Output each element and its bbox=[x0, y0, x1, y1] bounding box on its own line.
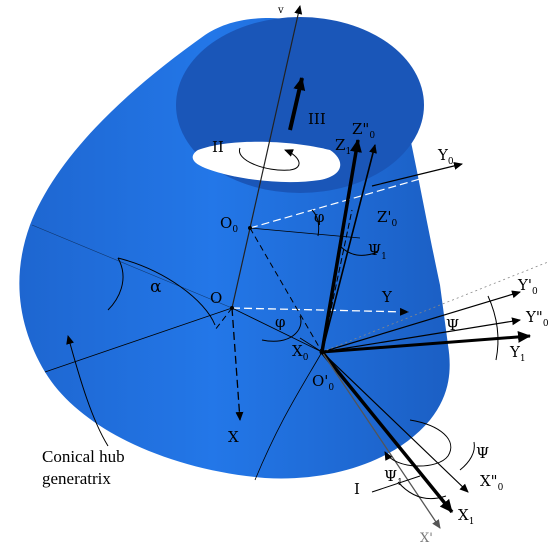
psi1-bottom-arc bbox=[397, 481, 447, 500]
O0-to-O0p bbox=[249, 227, 323, 353]
axis-X bbox=[231, 307, 244, 421]
label-X0p-cut: X' bbox=[420, 531, 433, 543]
axis-X0p bbox=[321, 351, 441, 529]
axis-Y0pp bbox=[321, 317, 521, 353]
phi-mid-arc bbox=[261, 315, 302, 342]
origin-O bbox=[230, 306, 234, 310]
axis-Y0p bbox=[321, 290, 521, 353]
label-Y0: Y0 bbox=[437, 146, 454, 167]
label-Psi-right: Ψ bbox=[446, 316, 459, 334]
callout-line-1: Conical hub bbox=[42, 447, 125, 466]
psi-right-arc bbox=[487, 295, 499, 361]
label-Y0pp: Y"0 bbox=[525, 308, 549, 329]
label-Z0p: Z'0 bbox=[377, 208, 398, 229]
generatrix-line-2 bbox=[31, 224, 233, 309]
rotation-I-ellipse bbox=[384, 419, 452, 467]
label-Z0pp: Z"0 bbox=[352, 120, 375, 141]
psi1-top-arc bbox=[339, 245, 379, 256]
label-O0p: O'0 bbox=[312, 372, 334, 393]
axis-Z0pp bbox=[321, 144, 377, 353]
O0p-to-X0 bbox=[299, 337, 323, 353]
Y0-arrow bbox=[371, 162, 463, 187]
label-X: X bbox=[228, 428, 239, 446]
rotation-II-ellipse bbox=[239, 147, 300, 171]
O0-to-Y0 bbox=[249, 167, 459, 229]
alpha-arc bbox=[107, 257, 124, 311]
label-Y: Y bbox=[381, 288, 393, 306]
origin-O0p bbox=[319, 349, 325, 355]
label-phi-mid: φ bbox=[275, 313, 286, 331]
O-to-O0p bbox=[231, 307, 323, 353]
arrow-III bbox=[288, 77, 306, 131]
generatrix-line-1 bbox=[44, 307, 233, 373]
label-Psi-bottom: Ψ bbox=[476, 444, 489, 462]
label-X0pp: X"0 bbox=[480, 472, 504, 493]
label-v: v bbox=[277, 5, 284, 16]
label-Y0p: Y'0 bbox=[517, 276, 538, 297]
callout-line-2: generatrix bbox=[42, 469, 111, 488]
psi-bottom-arc bbox=[459, 441, 475, 471]
rotation-I-leader bbox=[371, 475, 421, 493]
origin-O0 bbox=[248, 226, 252, 230]
dotted-guide bbox=[321, 261, 549, 353]
label-O0: O0 bbox=[220, 214, 238, 235]
label-III: III bbox=[308, 110, 326, 128]
cone-top-hole bbox=[192, 141, 341, 183]
axis-Y1 bbox=[321, 330, 531, 354]
label-Z1: Z1 bbox=[335, 136, 351, 157]
label-O: O bbox=[210, 289, 222, 307]
v-axis bbox=[231, 5, 303, 309]
generatrix-curve bbox=[254, 351, 323, 481]
axis-Y bbox=[231, 307, 409, 316]
phi-top-arc bbox=[311, 209, 320, 237]
axis-X0pp bbox=[321, 351, 469, 493]
alpha-arc-2 bbox=[117, 257, 216, 326]
label-X0: X0 bbox=[292, 342, 309, 363]
callout-leader bbox=[66, 335, 109, 447]
axis-Z0p bbox=[321, 209, 353, 353]
label-II: II bbox=[212, 138, 224, 156]
axis-X1 bbox=[320, 350, 454, 514]
label-alpha: α bbox=[150, 277, 162, 297]
label-Psi1-top: Ψ1 bbox=[368, 241, 387, 262]
axis-dashed-lower bbox=[214, 307, 233, 331]
label-Y1: Y1 bbox=[509, 343, 526, 364]
label-I: I bbox=[354, 480, 360, 498]
label-phi-top: φ bbox=[314, 208, 325, 226]
label-X1: X1 bbox=[458, 506, 474, 527]
label-Psi1-bottom: Ψ1 bbox=[384, 467, 403, 488]
